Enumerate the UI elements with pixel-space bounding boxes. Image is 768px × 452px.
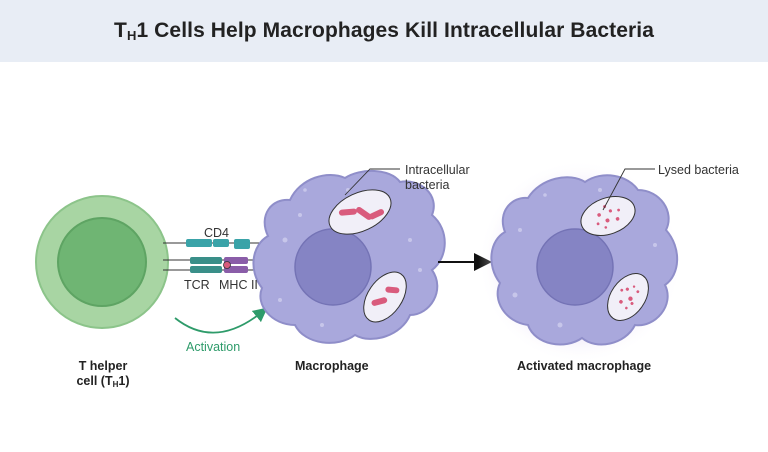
activation-arrow — [174, 307, 268, 334]
t-helper-label-line1: T helper — [78, 359, 128, 373]
intracellular-bacteria-label: Intracellular bacteria — [405, 163, 470, 193]
activated-macrophage-nucleus — [536, 228, 614, 306]
phagosome-bacteria-1 — [328, 189, 392, 235]
cd4-domain-3 — [234, 239, 250, 249]
page-title: TH1 Cells Help Macrophages Kill Intracel… — [114, 19, 654, 43]
phagolysosome-2 — [607, 273, 649, 321]
receptor-complex — [163, 239, 268, 273]
activated-macrophage-label: Activated macrophage — [517, 359, 652, 373]
phagosome-bacteria-2 — [363, 271, 407, 323]
cd4-domain-1 — [186, 239, 212, 247]
mhc-alpha — [224, 257, 248, 264]
phagolysosome-1 — [580, 196, 636, 236]
diagram-canvas — [35, 160, 682, 364]
tcr-label: TCR — [184, 278, 210, 292]
lysed-leader-line — [602, 168, 655, 211]
activated-macrophage — [478, 160, 682, 364]
t-helper-label-suffix: 1) — [118, 374, 130, 388]
t-helper-cell — [35, 195, 169, 329]
mhc-beta — [224, 266, 248, 273]
antigen-peptide — [223, 261, 231, 269]
title-rest: 1 Cells Help Macrophages Kill Intracellu… — [136, 19, 654, 42]
intracellular-label-line1: Intracellular — [405, 163, 470, 177]
title-prefix: T — [114, 19, 127, 42]
macrophage-label: Macrophage — [295, 359, 369, 373]
t-helper-label-prefix: cell (T — [76, 374, 113, 388]
cd4-domain-2 — [213, 239, 229, 247]
t-cell-nucleus — [57, 217, 147, 307]
tcr-beta — [190, 266, 222, 273]
title-subscript: H — [126, 28, 137, 43]
intracellular-leader-line — [344, 168, 400, 196]
tcr-alpha — [190, 257, 222, 264]
title-bar: TH1 Cells Help Macrophages Kill Intracel… — [0, 0, 768, 62]
intracellular-label-line2: bacteria — [405, 178, 450, 192]
lysed-bacteria-label: Lysed bacteria — [658, 163, 739, 177]
macrophage — [252, 169, 446, 344]
macrophage-nucleus — [294, 228, 372, 306]
t-helper-label-line2: cell (TH1) — [68, 374, 138, 392]
t-helper-label: T helper cell (TH1) — [68, 359, 138, 392]
cd4-label: CD4 — [204, 226, 230, 240]
activation-label: Activation — [186, 340, 241, 354]
t-helper-label-subscript: H — [112, 380, 119, 389]
mhc-label: MHC II — [219, 278, 258, 292]
